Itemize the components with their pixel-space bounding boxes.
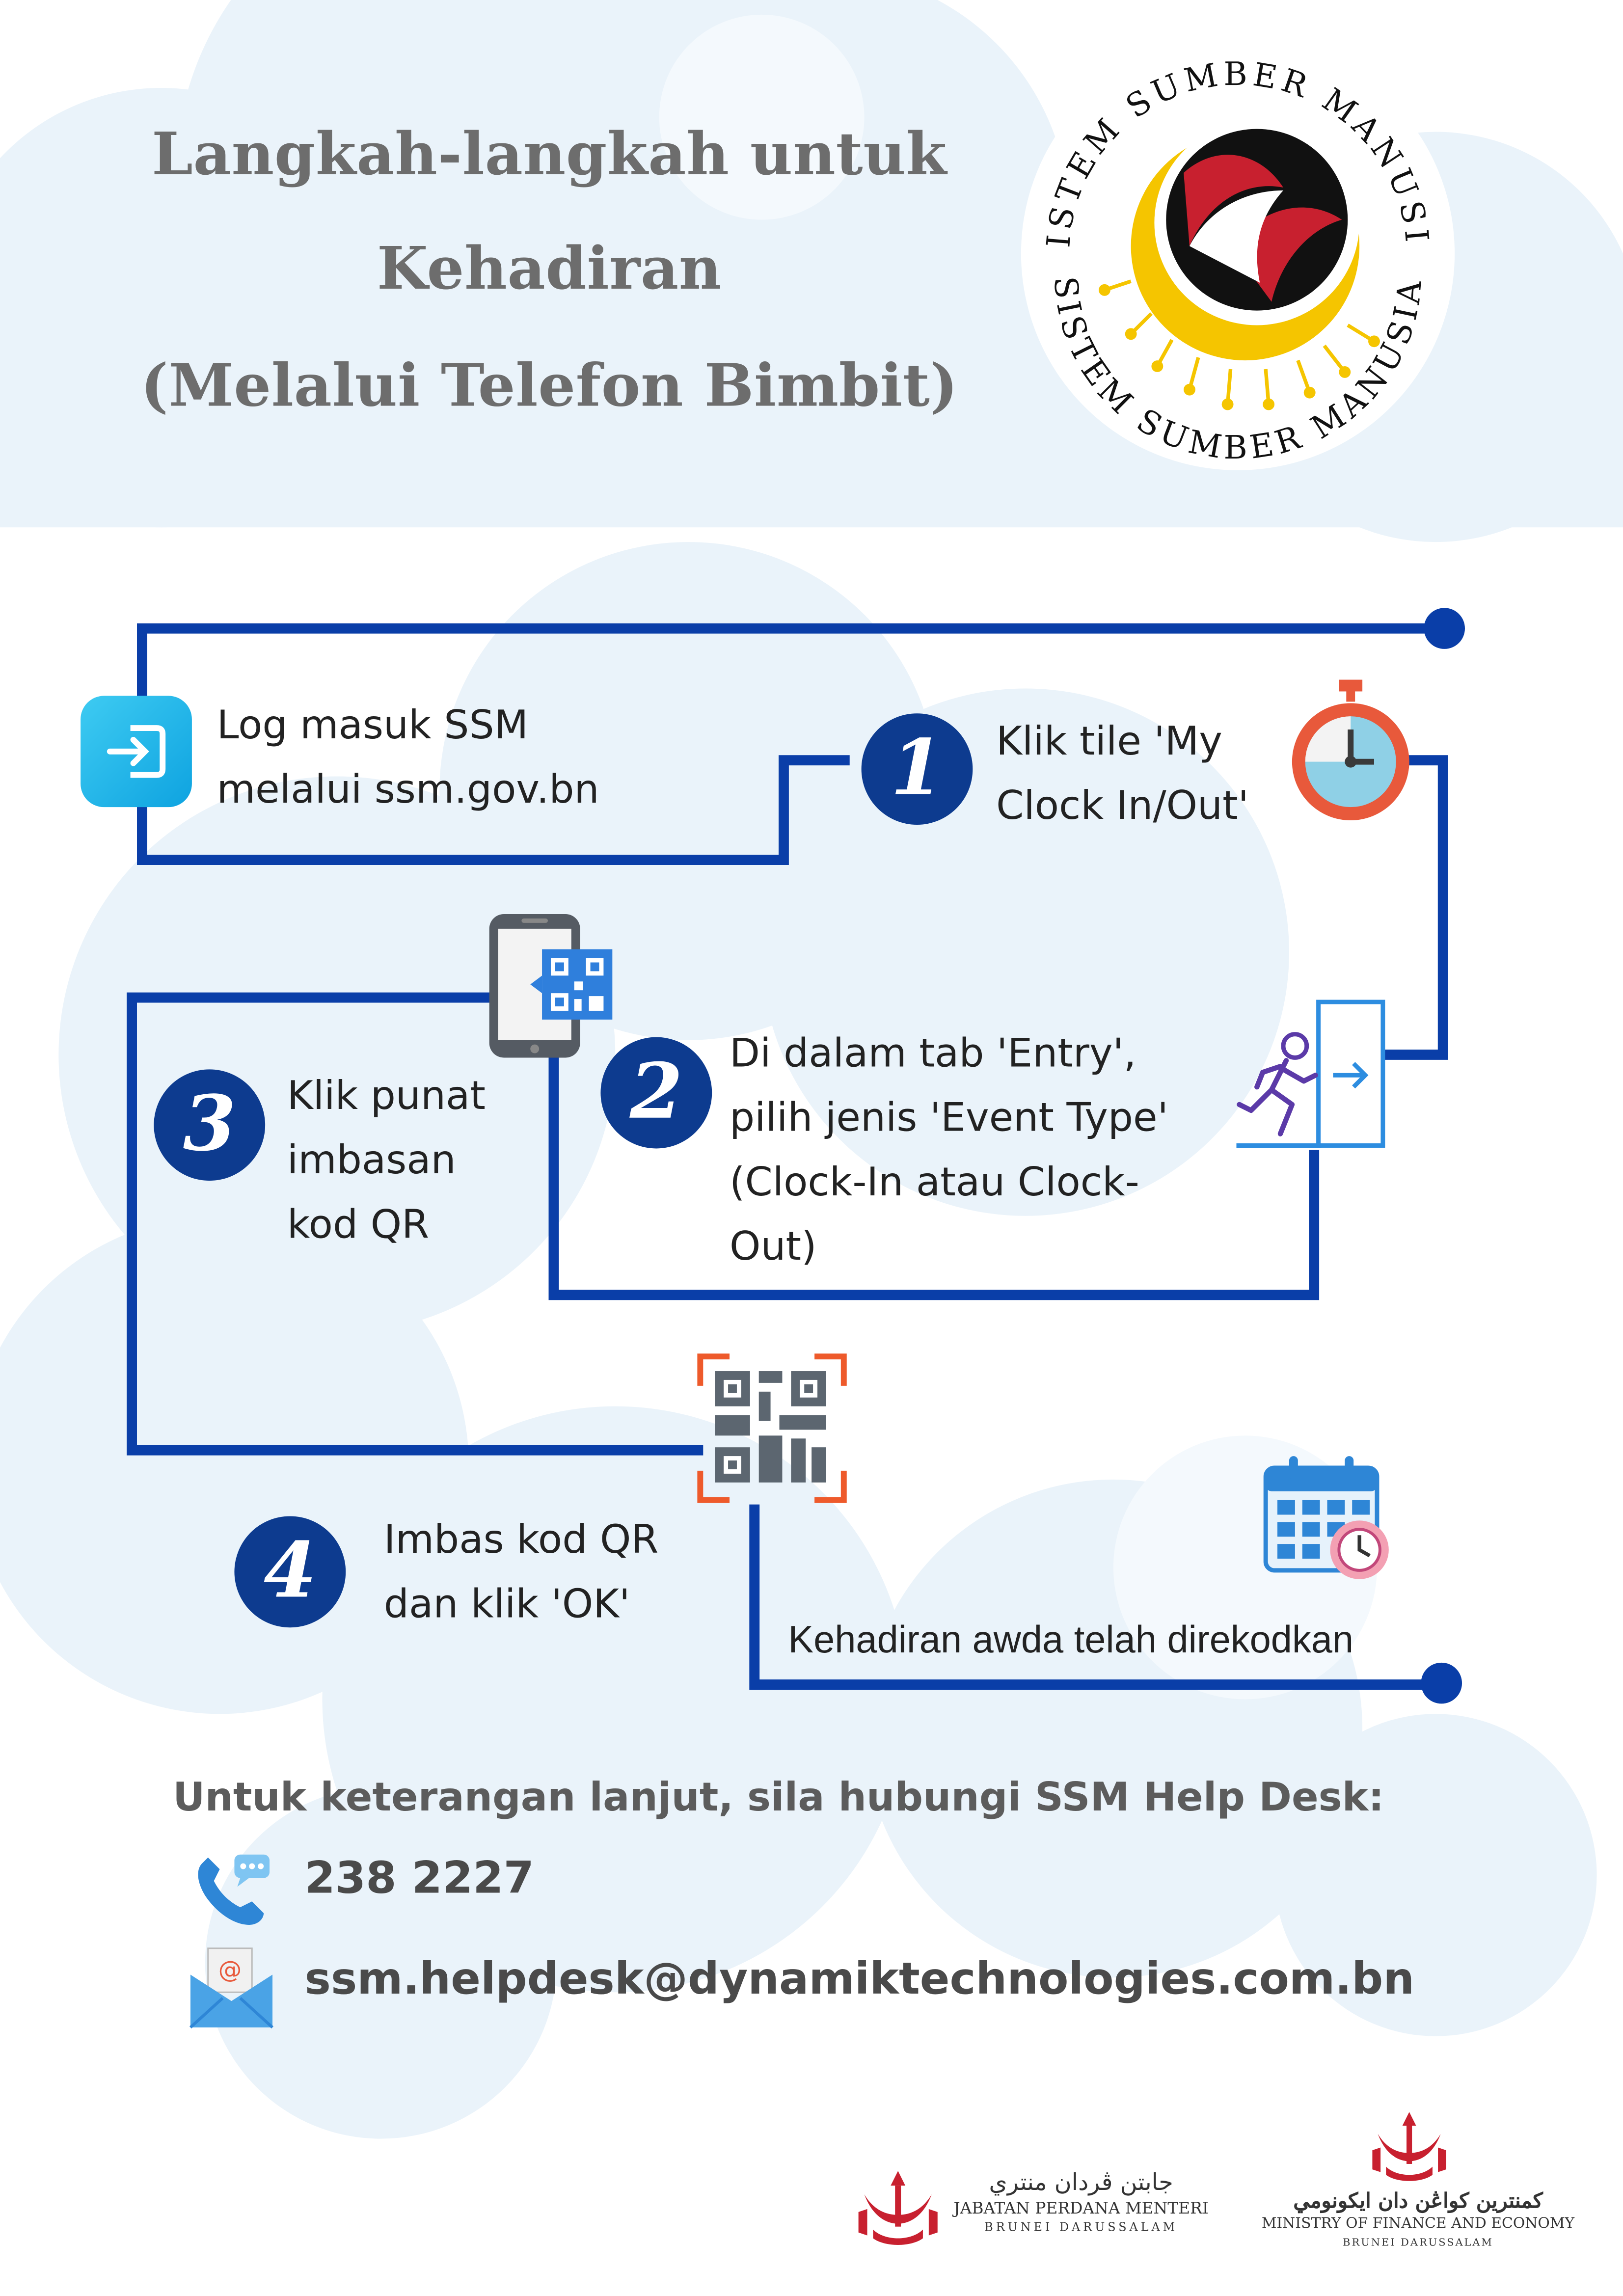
calendar-clock-icon: [1263, 1456, 1389, 1579]
svg-text:@: @: [218, 1956, 242, 1983]
step-1-text: Klik tile 'My Clock In/Out': [996, 710, 1249, 839]
qr-scan-icon: [697, 1353, 847, 1503]
step-2-text: Di dalam tab 'Entry', pilih jenis 'Event…: [730, 1023, 1168, 1280]
path-end-dot: [1421, 1662, 1462, 1704]
contact-email[interactable]: ssm.helpdesk@dynamiktechnologies.com.bn: [304, 1954, 1415, 2006]
step-3-line1: Klik punat: [287, 1074, 486, 1119]
step-4-text: Imbas kod QR dan klik 'OK': [384, 1509, 659, 1638]
mofe-crest-icon: [1372, 2112, 1446, 2181]
contact-heading: Untuk keterangan lanjut, sila hubungi SS…: [173, 1775, 1384, 1821]
step-4-line1: Imbas kod QR: [383, 1517, 659, 1563]
mofe-jawi: كمنترين كواڠن دان ايكونومي: [1293, 2190, 1543, 2214]
step-3-badge: 3: [154, 1069, 266, 1181]
jpm-jawi: جابتن ڤردان منتري: [989, 2168, 1173, 2196]
login-text: Log masuk SSM melalui ssm.gov.bn: [217, 694, 599, 823]
step-1-badge: 1: [861, 713, 973, 825]
title-line-2: Kehadiran: [377, 234, 722, 303]
title-line-3: (Melalui Telefon Bimbit): [140, 351, 958, 421]
brunei-crest-icon: [858, 2171, 938, 2245]
step-3-text: Klik punat imbasan kod QR: [287, 1065, 486, 1258]
path-start-dot: [1424, 608, 1465, 649]
step-2-badge: 2: [600, 1037, 712, 1149]
phone-icon: [198, 1854, 270, 1925]
step-1-line1: Klik tile 'My: [996, 719, 1222, 765]
done-text: Kehadiran awda telah direkodkan: [788, 1617, 1354, 1661]
step-2-line2: pilih jenis 'Event Type': [730, 1096, 1168, 1141]
title-line-1: Langkah-langkah untuk: [152, 120, 947, 189]
mofe-name: MINISTRY OF FINANCE AND ECONOMY: [1261, 2216, 1575, 2233]
jpm-sub: BRUNEI DARUSSALAM: [984, 2220, 1178, 2234]
login-text-line2: melalui ssm.gov.bn: [216, 767, 599, 813]
exit-runner-icon: [1236, 999, 1385, 1148]
step-4-badge: 4: [234, 1516, 346, 1628]
step-2-line1: Di dalam tab 'Entry',: [730, 1031, 1136, 1077]
mofe-logo: كمنترين كواڠن دان ايكونومي MINISTRY OF F…: [1252, 2188, 1583, 2250]
jpm-name: JABATAN PERDANA MENTERI: [953, 2198, 1209, 2218]
step-2-line4: Out): [730, 1224, 817, 1270]
ssm-logo: SISTEM SUMBER MANUSIA SISTEM SUMBER MANU…: [1011, 27, 1455, 470]
jpm-logo: جابتن ڤردان منتري JABATAN PERDANA MENTER…: [949, 2168, 1213, 2235]
mofe-sub: BRUNEI DARUSSALAM: [1343, 2237, 1493, 2249]
contact-phone[interactable]: 238 2227: [304, 1853, 534, 1905]
login-icon: [81, 696, 192, 808]
step-1-line2: Clock In/Out': [996, 783, 1249, 829]
step-4-line2: dan klik 'OK': [383, 1582, 630, 1628]
phone-qr-icon: [489, 914, 613, 1058]
step-3-line3: kod QR: [287, 1202, 430, 1248]
email-icon: @: [189, 1947, 274, 2029]
step-3-line2: imbasan: [287, 1138, 456, 1184]
login-text-line1: Log masuk SSM: [216, 703, 529, 749]
step-2-line3: (Clock-In atau Clock-: [730, 1160, 1139, 1206]
stopwatch-icon: [1292, 679, 1409, 821]
